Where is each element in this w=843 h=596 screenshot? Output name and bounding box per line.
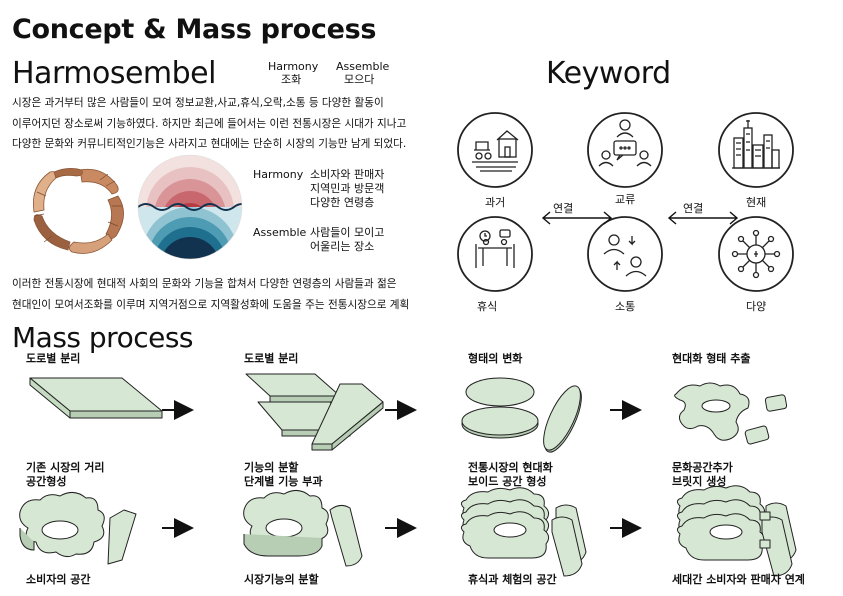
harmony-en-label: Harmony: [268, 60, 319, 73]
mass-step-1-title: 도로별 분리: [26, 352, 81, 365]
harmony-label: Harmony: [253, 168, 304, 181]
mass-step-1-caption-line-2: 공간형성: [26, 475, 67, 488]
mass-stage-5-consumer: [19, 492, 137, 565]
hands-circle-image: [26, 163, 134, 259]
mass-stage-6-split: [243, 490, 363, 567]
assemble-label: Assemble: [253, 226, 307, 239]
concept-title: Harmosembel: [12, 56, 216, 91]
mass-step-3-caption-line-1: 전통시장의 현대화: [468, 461, 553, 474]
diversity-icon: [718, 216, 794, 292]
harmony-line-1: 소비자와 판매자: [310, 168, 385, 181]
mass-stage-8-connected: [676, 485, 797, 577]
people-chat-glyph-icon: [598, 119, 652, 167]
mass-step-3-title: 형태의 변화: [468, 352, 523, 365]
mass-step-1-caption: 기존 시장의 거리 공간형성: [26, 461, 105, 489]
mass-step-2-caption-line-1: 기능의 분할: [244, 461, 299, 474]
communication-icon: [587, 216, 663, 292]
summary-line-2: 현대인이 모여서조화를 이루며 지역거점으로 지역활성화에 도움을 주는 전통시…: [12, 298, 410, 311]
mass-stage-7-layers: [460, 487, 587, 577]
mass-step-3-caption-line-2: 보이드 공간 형성: [468, 475, 547, 488]
rest-icon: [457, 216, 533, 292]
mass-step-7-caption: 휴식과 체험의 공간: [468, 573, 557, 586]
connect-arrow-right: [667, 211, 739, 225]
keyword-diversity-label: 다양: [746, 300, 767, 313]
assemble-description: 사람들이 모이고 어울리는 장소: [310, 226, 384, 254]
rest-glyph-icon: [475, 229, 515, 268]
assemble-ko-label: 모으다: [344, 73, 375, 86]
network-hand-glyph-icon: [731, 229, 781, 279]
communication-glyph-icon: [603, 234, 647, 277]
connect-right-label: 연결: [683, 202, 704, 215]
mass-step-2-title: 도로별 분리: [244, 352, 299, 365]
intro-paragraph: 시장은 과거부터 많은 사람들이 모여 정보교환,사교,휴식,오락,소통 등 다…: [12, 93, 406, 155]
keyword-exchange-label: 교류: [615, 193, 636, 206]
assemble-en-label: Assemble: [336, 60, 390, 73]
mass-step-4-title: 현대화 형태 추출: [672, 352, 751, 365]
mass-step-5-caption: 소비자의 공간: [26, 573, 91, 586]
mass-step-6-caption: 시장기능의 분할: [244, 573, 319, 586]
mass-stage-1-slab: [29, 377, 163, 419]
mass-step-2-caption: 기능의 분할 단계별 기능 부과: [244, 461, 323, 489]
harmony-ko-label: 조화: [281, 73, 302, 86]
connect-left-label: 연결: [553, 202, 574, 215]
keyword-rest-label: 휴식: [477, 300, 498, 313]
mass-step-8-caption: 세대간 소비자와 판매자 연계: [672, 573, 805, 586]
mass-step-4-caption: 문화공간추가 브릿지 생성: [672, 461, 733, 489]
assemble-line-2: 어울리는 장소: [310, 240, 375, 253]
summary-line-1: 이러한 전통시장에 현대적 사회의 문화와 기능을 합쳐서 다양한 연령층의 사…: [12, 278, 397, 290]
harmony-disc-graphic: [138, 155, 242, 259]
keyword-title: Keyword: [546, 56, 671, 91]
mass-step-4-caption-line-2: 브릿지 생성: [672, 475, 727, 488]
intro-line-1: 시장은 과거부터 많은 사람들이 모여 정보교환,사교,휴식,오락,소통 등 다…: [12, 97, 384, 109]
mass-step-2-caption-line-2: 단계별 기능 부과: [244, 475, 323, 488]
mass-step-3-caption: 전통시장의 현대화 보이드 공간 형성: [468, 461, 553, 489]
city-glyph-icon: [732, 120, 780, 169]
exchange-icon: [587, 112, 663, 188]
keyword-past-label: 과거: [485, 196, 506, 209]
mass-step-4-caption-line-1: 문화공간추가: [672, 461, 733, 474]
mass-stage-4-forms: [674, 382, 788, 445]
farm-glyph-icon: [472, 130, 519, 172]
intro-line-2: 이루어지던 장소로써 기능하였다. 하지만 최근에 들어서는 이런 전통시장은 …: [12, 117, 407, 130]
mass-step-1-caption-line-1: 기존 시장의 거리: [26, 461, 105, 474]
harmony-line-3: 다양한 연령층: [310, 196, 375, 209]
keyword-present-label: 현재: [746, 196, 767, 209]
harmony-line-2: 지역민과 방문객: [310, 182, 385, 195]
harmony-description: 소비자와 판매자 지역민과 방문객 다양한 연령층: [310, 168, 384, 210]
mass-stage-2-slabs: [245, 373, 384, 451]
present-icon: [718, 112, 794, 188]
mass-stage-3-ellipses: [461, 377, 582, 453]
page-title: Concept & Mass process: [12, 14, 377, 45]
intro-line-3: 다양한 문화와 커뮤니티적인기능은 사라지고 현대에는 단순히 시장의 기능만 …: [12, 138, 407, 150]
mass-process-title: Mass process: [12, 321, 194, 354]
assemble-line-1: 사람들이 모이고: [310, 226, 385, 239]
past-icon: [457, 112, 533, 188]
connect-arrow-left: [541, 211, 613, 225]
keyword-communication-label: 소통: [615, 300, 636, 313]
summary-paragraph: 이러한 전통시장에 현대적 사회의 문화와 기능을 합쳐서 다양한 연령층의 사…: [12, 274, 409, 315]
